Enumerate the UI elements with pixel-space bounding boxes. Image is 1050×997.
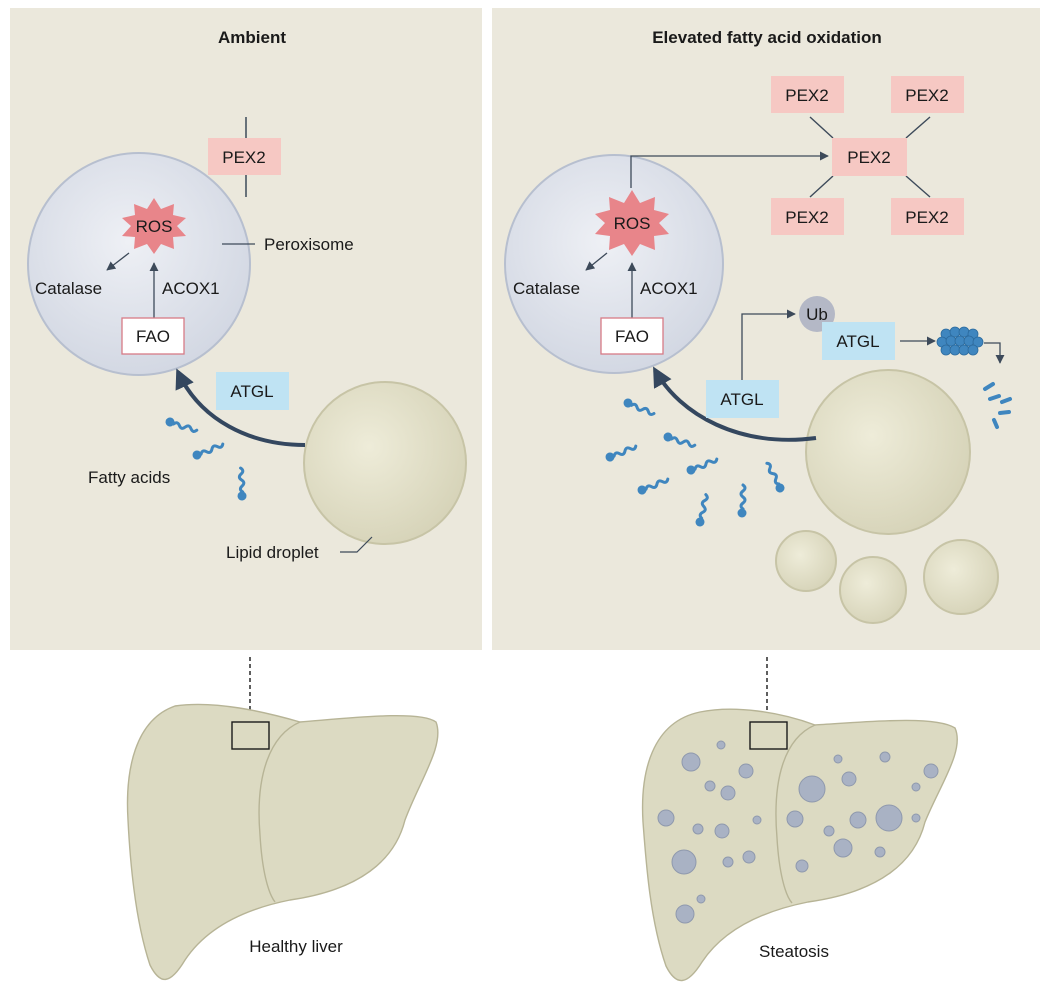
pex2-label-bl: PEX2	[785, 208, 828, 227]
ub-label: Ub	[806, 305, 828, 324]
catalase-arrow-right	[585, 252, 608, 271]
peroxisome-right	[504, 154, 724, 374]
liver-zoom-box-left	[231, 721, 270, 750]
atgl-to-ub-arrow	[741, 309, 796, 380]
fatty-acids-label: Fatty acids	[88, 468, 170, 487]
atgl-box-left	[216, 372, 289, 410]
pex2-label-center: PEX2	[847, 148, 890, 167]
pex2-label-tr: PEX2	[905, 86, 948, 105]
lipid-accumulation-spots	[657, 740, 939, 924]
lipid-droplet-right-small-3	[923, 539, 999, 615]
pex2-box-tr	[891, 76, 964, 113]
acox1-label-right: ACOX1	[640, 279, 698, 298]
fao-box-right	[600, 317, 664, 355]
pex2-label-br: PEX2	[905, 208, 948, 227]
pex2-link-tr	[905, 116, 931, 139]
pex2-box-bl	[771, 198, 844, 235]
acox1-label-left: ACOX1	[162, 279, 220, 298]
panel-right-title: Elevated fatty acid oxidation	[652, 28, 882, 47]
peptide-fragments	[983, 382, 1012, 429]
ros-star-left	[122, 198, 186, 254]
fao-label-right: FAO	[615, 327, 649, 346]
lipid-droplet-label: Lipid droplet	[226, 543, 319, 562]
lipid-droplet-left	[303, 381, 467, 545]
fao-box-left	[121, 317, 185, 355]
ros-to-pex2-arrow	[630, 151, 829, 188]
panel-left-title: Ambient	[218, 28, 286, 47]
liver-zoom-box-right	[749, 721, 788, 750]
pex2-box-br	[891, 198, 964, 235]
atgl-label-right-lower: ATGL	[720, 390, 763, 409]
pex2-box-center	[832, 138, 907, 176]
fao-label-left: FAO	[136, 327, 170, 346]
pex2-box-left	[208, 138, 281, 175]
proteasome-out-arrow	[984, 342, 1005, 364]
lipid-droplet-right-small-1	[775, 530, 837, 592]
catalase-label-left: Catalase	[35, 279, 102, 298]
healthy-liver-caption: Healthy liver	[249, 937, 343, 956]
pex2-box-tl	[771, 76, 844, 113]
pex2-label-tl: PEX2	[785, 86, 828, 105]
lipid-droplet-right-main	[805, 369, 971, 535]
lipid-droplet-right-small-2	[839, 556, 907, 624]
fa-transport-arrow-right	[653, 366, 817, 442]
ros-label-left: ROS	[136, 217, 173, 236]
healthy-liver	[126, 703, 439, 981]
atgl-label-right-upper: ATGL	[836, 332, 879, 351]
ros-label-right: ROS	[614, 214, 651, 233]
peroxisome-label: Peroxisome	[264, 235, 354, 254]
pex2-label-left: PEX2	[222, 148, 265, 167]
lipid-droplet-leader	[340, 536, 373, 553]
pex2-link-br	[905, 175, 931, 198]
steatosis-caption: Steatosis	[759, 942, 829, 961]
ros-star-right	[595, 190, 669, 256]
pex2-link-bl	[809, 175, 834, 198]
atgl-box-right-lower	[706, 380, 779, 418]
pex2-link-tl	[809, 116, 834, 139]
steatosis-liver	[641, 708, 958, 982]
atgl-label-left: ATGL	[230, 382, 273, 401]
atgl-box-right-upper	[822, 322, 895, 360]
catalase-arrow-left	[106, 252, 130, 271]
proteasome-icon	[936, 326, 984, 356]
fa-transport-arrow-left	[175, 368, 306, 447]
peroxisome-left	[27, 152, 251, 376]
catalase-label-right: Catalase	[513, 279, 580, 298]
